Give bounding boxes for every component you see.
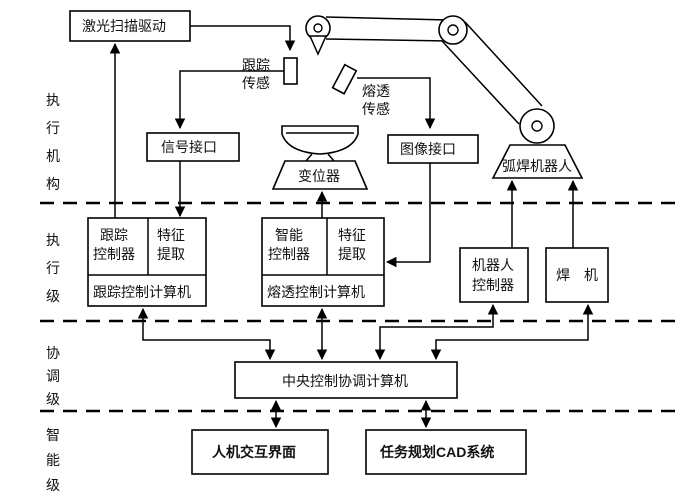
- level-label-execution: 执 行 级: [46, 232, 60, 304]
- svg-text:能: 能: [46, 452, 60, 468]
- positioner: 变位器: [271, 125, 369, 190]
- arrow-sensor-to-signal: [174, 70, 284, 130]
- central-computer-label: 中央控制协调计算机: [282, 373, 408, 389]
- robot-controller-box: [459, 247, 529, 303]
- svg-text:智: 智: [46, 427, 60, 443]
- svg-text:机: 机: [46, 148, 60, 164]
- tracking-sensor-label-1: 跟踪: [242, 57, 270, 73]
- smart-controller-label-1: 智能: [275, 227, 303, 243]
- svg-text:级: 级: [46, 477, 60, 493]
- arrow-sensor-to-image: [357, 77, 436, 130]
- hmi-box: [191, 429, 329, 475]
- image-interface-box: [387, 134, 479, 164]
- positioner-label: 变位器: [298, 168, 340, 184]
- tracking-sensor-label-2: 传感: [242, 75, 270, 91]
- svg-text:调: 调: [46, 368, 60, 384]
- feature-extraction-2-label-1: 特征: [338, 227, 366, 243]
- central-computer-box: [234, 361, 458, 399]
- robot-controller-label-2: 控制器: [472, 277, 514, 293]
- arrow-image-to-feature: [385, 163, 431, 268]
- tracking-computer-box: [87, 217, 207, 307]
- svg-text:执: 执: [46, 232, 60, 248]
- svg-text:行: 行: [46, 260, 60, 276]
- signal-interface-box: [146, 132, 240, 162]
- robot-controller-label-1: 机器人: [472, 257, 514, 273]
- level-label-coordination: 协 调 级: [46, 345, 60, 407]
- arrow-drive-to-sensor: [190, 25, 296, 52]
- robot-arm-icon: 弧焊机器人: [305, 15, 584, 179]
- tracking-computer-label: 跟踪控制计算机: [93, 284, 191, 300]
- feature-extraction-2-label-2: 提取: [338, 246, 366, 262]
- level-label-intelligence: 智 能 级: [46, 427, 60, 493]
- tracking-controller-label-1: 跟踪: [100, 227, 128, 243]
- svg-text:协: 协: [46, 345, 60, 361]
- link-welder-central: [430, 303, 594, 361]
- tracking-controller-label-2: 控制器: [93, 246, 135, 262]
- svg-text:行: 行: [46, 120, 60, 136]
- cad-system-label: 任务规划CAD系统: [379, 444, 494, 460]
- laser-scan-drive-label: 激光扫描驱动: [82, 18, 166, 34]
- penetration-computer-box: [261, 217, 385, 307]
- penetration-sensor-label-1: 熔透: [362, 83, 390, 99]
- feature-extraction-1-label-2: 提取: [157, 246, 185, 262]
- penetration-computer-label: 熔透控制计算机: [267, 284, 365, 300]
- cad-system-box: [365, 429, 527, 475]
- smart-controller-label-2: 控制器: [268, 246, 310, 262]
- signal-interface-label: 信号接口: [161, 139, 217, 155]
- image-interface-label: 图像接口: [400, 141, 456, 157]
- svg-text:级: 级: [46, 391, 60, 407]
- welder-label: 焊 机: [556, 267, 598, 283]
- penetration-sensor-icon: [331, 63, 358, 95]
- link-tracking-central: [137, 307, 276, 361]
- tracking-sensor-icon: [283, 57, 298, 85]
- level-label-execution-mechanism: 执 行 机 构: [46, 92, 60, 192]
- hmi-label: 人机交互界面: [212, 444, 296, 460]
- welder-box: [545, 247, 609, 303]
- svg-text:级: 级: [46, 288, 60, 304]
- feature-extraction-1-label-1: 特征: [157, 227, 185, 243]
- svg-text:构: 构: [46, 176, 60, 192]
- arc-welding-robot-label: 弧焊机器人: [502, 158, 572, 174]
- penetration-sensor-label-2: 传感: [362, 101, 390, 117]
- svg-text:执: 执: [46, 92, 60, 108]
